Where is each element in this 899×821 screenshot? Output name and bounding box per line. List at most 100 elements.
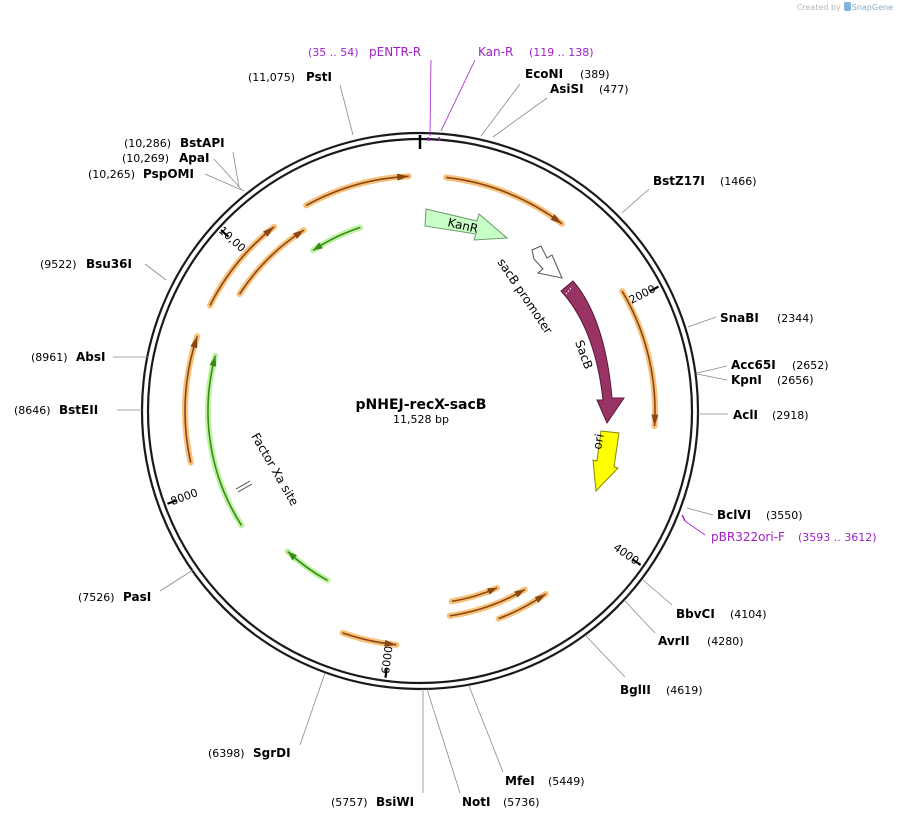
orf-arrow[interactable] <box>495 591 549 622</box>
site-name-noti[interactable]: NotI <box>462 795 491 809</box>
snapgene-logo-icon <box>843 2 851 11</box>
leader-acc65i <box>696 365 728 374</box>
sacb-promoter-arrow[interactable] <box>531 245 563 279</box>
site-name-kpni[interactable]: KpnI <box>731 373 762 387</box>
leader-pspomi <box>204 173 245 192</box>
site-label-noti[interactable]: NotI (5736) <box>462 795 540 809</box>
site-pos-bsiwi: (5757) <box>331 796 368 809</box>
site-label-snabi[interactable]: SnaBI (2344) <box>720 311 814 325</box>
site-label-avrii[interactable]: AvrII (4280) <box>658 634 744 648</box>
site-name-econi[interactable]: EcoNI <box>525 67 563 81</box>
site-label-bbvci[interactable]: BbvCI (4104) <box>676 607 767 621</box>
site-name-bsu36i[interactable]: Bsu36I <box>86 257 132 271</box>
feature-sacb[interactable]: SacB <box>560 280 625 425</box>
site-name-bsiwi[interactable]: BsiWI <box>376 795 414 809</box>
site-label-mfei[interactable]: MfeI (5449) <box>505 774 585 788</box>
orf-line <box>207 355 243 526</box>
site-label-pspomi[interactable]: (10,265) PspOMI <box>88 167 194 181</box>
site-name-bstz17i[interactable]: BstZ17I <box>653 174 705 188</box>
feature-factor-xa-site[interactable]: Factor Xa site <box>235 431 301 509</box>
site-name-apai[interactable]: ApaI <box>179 151 209 165</box>
site-name-snabi[interactable]: SnaBI <box>720 311 759 325</box>
site-label-acc65i[interactable]: Acc65I (2652) <box>731 358 829 372</box>
orf-arrow[interactable] <box>619 288 659 430</box>
primer-mark-pentr-r <box>427 136 430 142</box>
leader-bstz17i <box>621 188 650 214</box>
site-name-psti[interactable]: PstI <box>306 70 332 84</box>
orf-arrow[interactable] <box>448 584 501 605</box>
primer-name-kan-r[interactable]: Kan-R <box>478 45 513 59</box>
orf-line <box>184 335 198 463</box>
site-name-acc65i[interactable]: Acc65I <box>731 358 776 372</box>
site-label-asisi[interactable]: AsiSI (477) <box>550 82 629 96</box>
site-name-pspomi[interactable]: PspOMI <box>143 167 194 181</box>
site-label-bsteii[interactable]: (8646) BstEII <box>14 403 98 417</box>
site-label-bsiwi[interactable]: (5757) BsiWI <box>331 795 414 809</box>
site-name-sgrdi[interactable]: SgrDI <box>253 746 291 760</box>
orf-arrow[interactable] <box>443 174 565 227</box>
site-label-acli[interactable]: AclI (2918) <box>733 408 809 422</box>
site-label-bclvi[interactable]: BclVI (3550) <box>717 508 803 522</box>
plasmid-size: 11,528 bp <box>393 413 449 426</box>
site-label-sgrdi[interactable]: (6398) SgrDI <box>208 746 291 760</box>
factor-xa-mark-b <box>237 483 253 493</box>
leader-lines <box>113 59 728 794</box>
site-label-kpni[interactable]: KpnI (2656) <box>731 373 814 387</box>
orf-arrow[interactable] <box>284 548 331 584</box>
orf-arrowhead <box>292 230 304 239</box>
feature-ori[interactable]: ori <box>590 430 620 493</box>
site-label-bsu36i[interactable]: (9522) Bsu36I <box>40 257 132 271</box>
site-label-absi[interactable]: (8961) AbsI <box>31 350 105 364</box>
orf-arrow[interactable] <box>339 629 400 648</box>
credit-prefix: Created by <box>796 3 841 12</box>
orf-halo <box>205 352 245 529</box>
site-label-bglii[interactable]: BglII (4619) <box>620 683 703 697</box>
orf-arrowhead <box>263 226 275 237</box>
feature-sacb-promoter[interactable]: sacB promoter <box>495 245 563 337</box>
site-pos-pasi: (7526) <box>78 591 115 604</box>
orf-arrow[interactable] <box>205 352 245 529</box>
orf-line <box>305 175 409 207</box>
site-pos-acli: (2918) <box>772 409 809 422</box>
orf-arrow[interactable] <box>182 333 201 466</box>
site-name-bclvi[interactable]: BclVI <box>717 508 751 522</box>
leader-snabi <box>687 316 717 328</box>
site-name-absi[interactable]: AbsI <box>76 350 105 364</box>
site-name-asisi[interactable]: AsiSI <box>550 82 584 96</box>
orf-arrow[interactable] <box>207 223 278 309</box>
site-name-avrii[interactable]: AvrII <box>658 634 690 648</box>
site-name-pasi[interactable]: PasI <box>123 590 151 604</box>
site-pos-bstz17i: (1466) <box>720 175 757 188</box>
site-label-econi[interactable]: EcoNI (389) <box>525 67 610 81</box>
site-name-mfei[interactable]: MfeI <box>505 774 535 788</box>
site-name-bglii[interactable]: BglII <box>620 683 651 697</box>
site-label-apai[interactable]: (10,269) ApaI <box>122 151 209 165</box>
primer-label-pentr-r[interactable]: (35 .. 54) pENTR-R <box>308 45 421 59</box>
orf-line <box>621 290 656 427</box>
site-pos-bsu36i: (9522) <box>40 258 77 271</box>
site-name-acli[interactable]: AclI <box>733 408 758 422</box>
plasmid-name: pNHEJ-recX-sacB <box>356 397 487 413</box>
orf-arrow[interactable] <box>310 224 364 254</box>
orf-arrow[interactable] <box>236 227 307 298</box>
site-label-bstapi[interactable]: (10,286) BstAPI <box>124 136 225 150</box>
site-name-bstapi[interactable]: BstAPI <box>180 136 225 150</box>
sacb-arrow[interactable] <box>560 280 625 425</box>
site-name-bbvci[interactable]: BbvCI <box>676 607 715 621</box>
feature-kanr[interactable]: KanR <box>424 208 509 241</box>
site-name-bsteii[interactable]: BstEII <box>59 403 98 417</box>
kanr-arrow[interactable] <box>424 208 509 241</box>
site-label-pasi[interactable]: (7526) PasI <box>78 590 151 604</box>
primer-label-pbr322ori-f[interactable]: pBR322ori-F (3593 .. 3612) <box>711 530 877 544</box>
primer-label-kan-r[interactable]: Kan-R (119 .. 138) <box>478 45 594 59</box>
site-label-bstz17i[interactable]: BstZ17I (1466) <box>653 174 757 188</box>
orf-arrow[interactable] <box>303 173 412 209</box>
primer-name-pentr-r[interactable]: pENTR-R <box>369 45 421 59</box>
primer-name-pbr322ori-f[interactable]: pBR322ori-F <box>711 530 785 544</box>
ori-arrow[interactable] <box>592 430 620 493</box>
site-label-psti[interactable]: (11,075) PstI <box>248 70 332 84</box>
site-pos-absi: (8961) <box>31 351 68 364</box>
orf-arrowhead <box>313 242 323 251</box>
orf-arrow[interactable] <box>446 586 528 619</box>
